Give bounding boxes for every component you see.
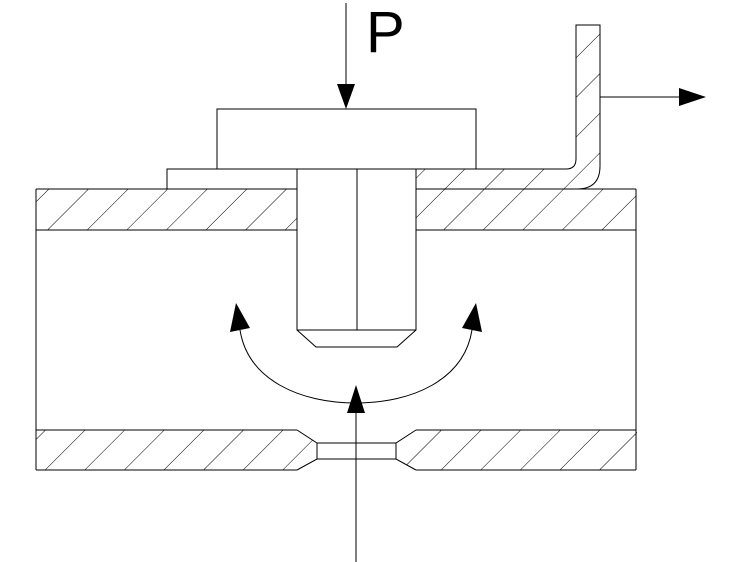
- inlet-arrow: [347, 385, 365, 562]
- flow-curve-left: [230, 303, 357, 404]
- clamp-block: [216, 108, 477, 170]
- valve-stem: [296, 169, 417, 348]
- force-label: P: [366, 0, 405, 65]
- flow-curve-right: [355, 303, 482, 404]
- l-bracket: [415, 24, 601, 190]
- outlet-arrow: [600, 88, 706, 106]
- pipe-bottom-wall: [36, 429, 637, 471]
- pipe-body: [35, 189, 637, 470]
- pipe-top-wall: [36, 188, 636, 231]
- force-arrow: [337, 3, 355, 109]
